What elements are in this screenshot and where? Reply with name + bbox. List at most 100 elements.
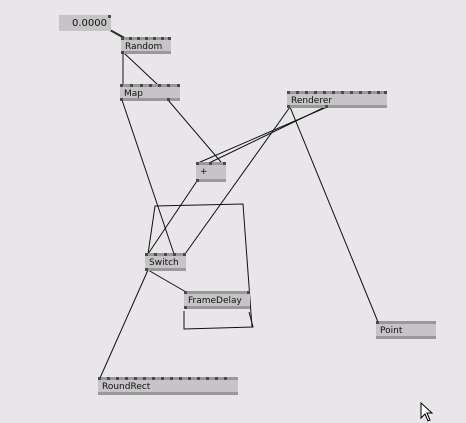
input-pins [121, 37, 171, 40]
input-pin[interactable] [223, 162, 226, 165]
input-pin[interactable] [170, 377, 173, 380]
input-pin[interactable] [167, 84, 170, 87]
link-renderer-plus-2 [208, 106, 326, 164]
input-pins [98, 377, 238, 380]
node-label: + [200, 167, 208, 177]
input-pins [287, 91, 387, 94]
output-pin[interactable] [121, 51, 124, 54]
input-pin[interactable] [164, 253, 167, 256]
input-pin[interactable] [341, 91, 344, 94]
output-pin[interactable] [145, 268, 148, 271]
input-pin[interactable] [247, 291, 250, 294]
link-switch-roundrect [99, 269, 149, 379]
input-pin[interactable] [134, 377, 137, 380]
link-switch-framedelay [147, 269, 187, 293]
input-pin[interactable] [98, 377, 101, 380]
node-roundrect[interactable]: RoundRect [98, 377, 238, 395]
value-iobox[interactable]: 0.0000 [59, 15, 111, 31]
input-pins [120, 84, 180, 87]
link-renderer-plus-1 [197, 106, 328, 164]
output-pins [120, 98, 180, 101]
input-pin[interactable] [120, 84, 123, 87]
input-pin[interactable] [323, 91, 326, 94]
iobox-value: 0.0000 [72, 18, 107, 29]
link-plus-switch [147, 180, 198, 255]
input-pin[interactable] [161, 377, 164, 380]
input-pin[interactable] [107, 377, 110, 380]
input-pin[interactable] [145, 253, 148, 256]
input-pin[interactable] [154, 253, 157, 256]
node-framedelay[interactable]: FrameDelay [184, 291, 250, 309]
input-pin[interactable] [161, 37, 164, 40]
input-pin[interactable] [287, 91, 290, 94]
input-pin[interactable] [143, 377, 146, 380]
node-label: Renderer [291, 96, 333, 106]
input-pin[interactable] [184, 291, 187, 294]
input-pins [376, 321, 436, 324]
input-pin[interactable] [121, 37, 124, 40]
input-pin[interactable] [377, 91, 380, 94]
input-pin[interactable] [368, 91, 371, 94]
input-pin[interactable] [177, 84, 180, 87]
node-label: Switch [149, 258, 179, 268]
input-pin[interactable] [305, 91, 308, 94]
output-pin[interactable] [325, 105, 328, 108]
input-pin[interactable] [116, 377, 119, 380]
input-pin[interactable] [196, 162, 199, 165]
node-map[interactable]: Map [120, 84, 180, 101]
output-pin[interactable] [120, 98, 123, 101]
input-pin[interactable] [188, 377, 191, 380]
node-label: FrameDelay [188, 296, 242, 306]
input-pin[interactable] [183, 253, 186, 256]
node-label: RoundRect [102, 382, 151, 392]
node-label: Random [125, 42, 163, 52]
output-pin[interactable] [196, 179, 199, 182]
input-pin[interactable] [129, 37, 132, 40]
input-pin[interactable] [215, 377, 218, 380]
iobox-pin[interactable] [108, 15, 111, 18]
output-pin[interactable] [184, 306, 187, 309]
input-pin[interactable] [332, 91, 335, 94]
input-pin[interactable] [137, 37, 140, 40]
node-label: Map [124, 89, 143, 99]
node-plus[interactable]: + [196, 162, 226, 182]
input-pin[interactable] [296, 91, 299, 94]
output-pins [98, 392, 238, 395]
input-pin[interactable] [350, 91, 353, 94]
node-point[interactable]: Point [376, 321, 436, 339]
input-pin[interactable] [376, 321, 379, 324]
output-pins [287, 105, 387, 108]
input-pin[interactable] [197, 377, 200, 380]
input-pin[interactable] [158, 84, 161, 87]
input-pin[interactable] [224, 377, 227, 380]
input-pin[interactable] [130, 84, 133, 87]
node-label: Point [380, 326, 403, 336]
input-pin[interactable] [152, 377, 155, 380]
input-pin[interactable] [125, 377, 128, 380]
input-pin[interactable] [314, 91, 317, 94]
input-pin[interactable] [153, 37, 156, 40]
input-pin[interactable] [145, 37, 148, 40]
node-renderer[interactable]: Renderer [287, 91, 387, 108]
input-pin[interactable] [168, 37, 171, 40]
mouse-pointer-icon [420, 402, 434, 422]
output-pin[interactable] [287, 105, 290, 108]
input-pin[interactable] [359, 91, 362, 94]
node-random[interactable]: Random [121, 37, 171, 54]
input-pin[interactable] [149, 84, 152, 87]
link-framedelay-switch-loop [183, 311, 254, 330]
input-pin[interactable] [179, 377, 182, 380]
input-pin[interactable] [140, 84, 143, 87]
output-pins [376, 336, 436, 339]
input-pin[interactable] [173, 253, 176, 256]
input-pin[interactable] [206, 377, 209, 380]
input-pins [145, 253, 186, 256]
input-pin[interactable] [209, 162, 212, 165]
input-pins [196, 162, 226, 165]
node-switch[interactable]: Switch [145, 253, 186, 271]
output-pins [184, 306, 250, 309]
input-pin[interactable] [384, 91, 387, 94]
output-pin[interactable] [167, 98, 170, 101]
